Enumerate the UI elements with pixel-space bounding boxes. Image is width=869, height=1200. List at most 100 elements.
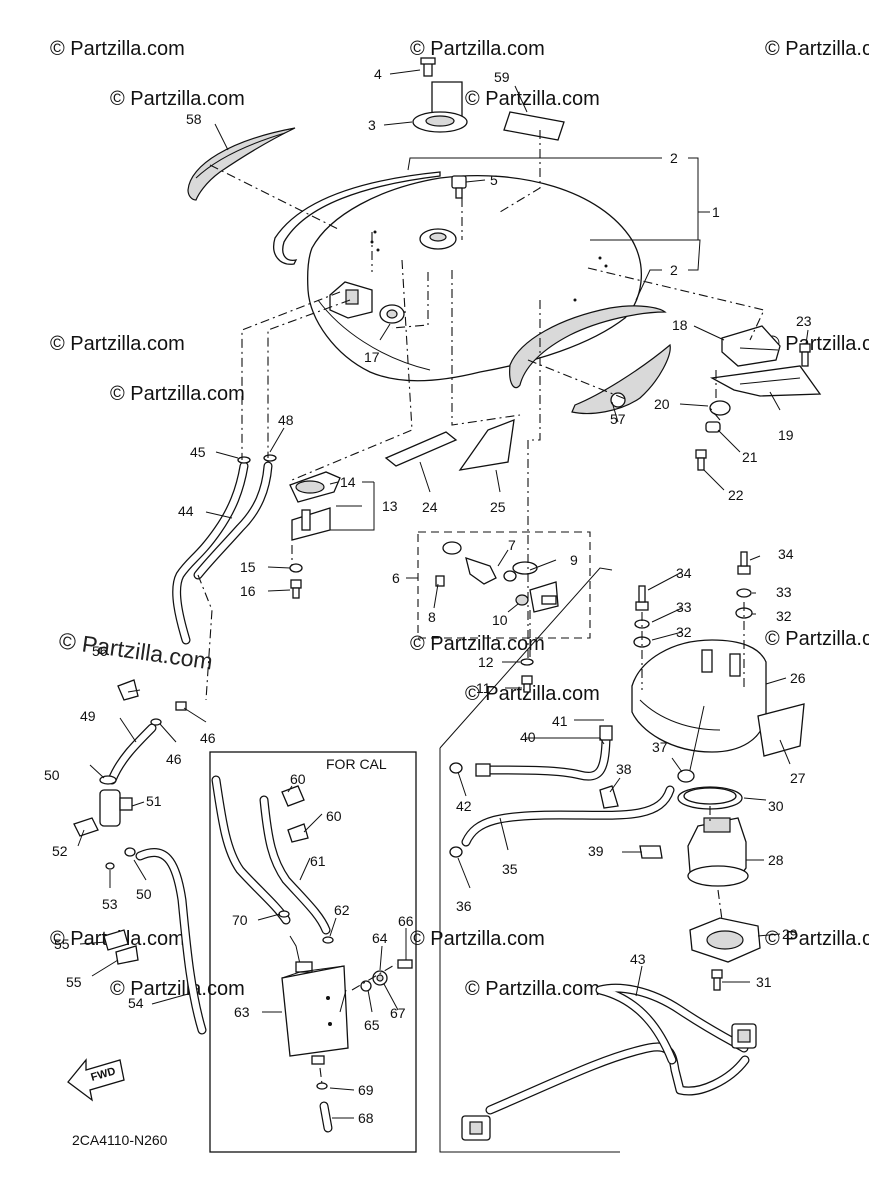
part-label-33: 33 <box>776 584 792 600</box>
watermark-dark: © Partzilla.com <box>57 627 214 674</box>
fuel-cap <box>412 57 468 133</box>
watermark: © Partzilla.com <box>765 333 869 355</box>
part-label-32: 32 <box>776 608 792 624</box>
tank-pads <box>384 418 515 471</box>
part-label-39: 39 <box>588 843 604 859</box>
part-label-16: 16 <box>240 583 256 599</box>
part-label-60: 60 <box>290 771 306 787</box>
part-label-14: 14 <box>340 474 356 490</box>
part-label-69: 69 <box>358 1082 374 1098</box>
part-label-52: 52 <box>52 843 68 859</box>
part-label-10: 10 <box>492 612 508 628</box>
tank-stripe-upper <box>273 171 441 265</box>
watermark: © Partzilla.com <box>110 978 245 1000</box>
tank-bolt <box>451 175 467 199</box>
fuel-cock-assembly <box>417 531 591 693</box>
california-variant-box: FOR CAL <box>209 751 417 1153</box>
part-label-28: 28 <box>768 852 784 868</box>
part-label-13: 13 <box>382 498 398 514</box>
part-label-29: 29 <box>782 926 798 942</box>
part-label-1: 1 <box>712 204 720 220</box>
part-label-58: 58 <box>186 111 202 127</box>
part-label-68: 68 <box>358 1110 374 1126</box>
part-label-36: 36 <box>456 898 472 914</box>
variant-box-title: FOR CAL <box>326 756 387 772</box>
part-label-55: 55 <box>66 974 82 990</box>
part-label-25: 25 <box>490 499 506 515</box>
part-label-11: 11 <box>476 680 491 696</box>
part-label-48: 48 <box>278 412 294 428</box>
part-label-7: 7 <box>508 537 516 553</box>
part-label-30: 30 <box>768 798 784 814</box>
watermark: © Partzilla.com <box>465 683 600 705</box>
watermark: © Partzilla.com <box>50 333 185 355</box>
watermark: © Partzilla.com <box>410 38 545 60</box>
diagram-code: 2CA4110-N260 <box>72 1132 168 1148</box>
part-label-42: 42 <box>456 798 472 814</box>
part-label-53: 53 <box>102 896 118 912</box>
fuel-pump-section <box>439 551 805 1153</box>
part-label-44: 44 <box>178 503 194 519</box>
projection-lines <box>197 130 765 1085</box>
part-label-61: 61 <box>310 853 326 869</box>
watermark: © Partzilla.com <box>110 383 245 405</box>
part-label-9: 9 <box>570 552 578 568</box>
part-label-4: 4 <box>374 66 382 82</box>
part-label-64: 64 <box>372 930 388 946</box>
part-label-59: 59 <box>494 69 510 85</box>
part-label-2: 2 <box>670 150 678 166</box>
part-label-67: 67 <box>390 1005 406 1021</box>
part-label-12: 12 <box>478 654 494 670</box>
part-label-37: 37 <box>652 739 668 755</box>
part-label-66: 66 <box>398 913 414 929</box>
left-hoses <box>73 454 277 1035</box>
watermark: © Partzilla.com <box>50 38 185 60</box>
rear-bracket <box>695 325 822 471</box>
part-label-50: 50 <box>136 886 152 902</box>
part-label-60: 60 <box>326 808 342 824</box>
part-label-27: 27 <box>790 770 806 786</box>
emblem-right <box>571 343 671 415</box>
part-label-17: 17 <box>364 349 380 365</box>
part-label-41: 41 <box>552 713 568 729</box>
part-label-24: 24 <box>422 499 438 515</box>
part-label-40: 40 <box>520 729 536 745</box>
watermark: © Partzilla.com <box>765 628 869 650</box>
part-number-labels: 1 2 2 3 4 5 6 7 8 9 10 11 12 13 14 15 16… <box>44 66 812 1126</box>
part-label-63: 63 <box>234 1004 250 1020</box>
part-label-51: 51 <box>146 793 162 809</box>
breather-assembly <box>289 471 341 599</box>
watermark: © Partzilla.com <box>465 88 600 110</box>
watermark: © Partzilla.com <box>410 633 545 655</box>
part-label-46: 46 <box>166 751 182 767</box>
fuel-tank <box>306 175 642 382</box>
tank-damper <box>379 304 405 324</box>
part-label-43: 43 <box>630 951 646 967</box>
part-label-6: 6 <box>392 570 400 586</box>
part-label-21: 21 <box>742 449 758 465</box>
part-label-3: 3 <box>368 117 376 133</box>
part-label-23: 23 <box>796 313 812 329</box>
part-label-70: 70 <box>232 912 248 928</box>
part-label-33: 33 <box>676 599 692 615</box>
part-label-38: 38 <box>616 761 632 777</box>
watermark: © Partzilla.com <box>765 38 869 60</box>
tank-stripe-lower <box>509 305 667 389</box>
part-label-34: 34 <box>778 546 794 562</box>
part-label-65: 65 <box>364 1017 380 1033</box>
part-label-50: 50 <box>44 767 60 783</box>
part-label-62: 62 <box>334 902 350 918</box>
part-label-54: 54 <box>128 995 144 1011</box>
part-label-18: 18 <box>672 317 688 333</box>
part-label-55: 55 <box>54 936 70 952</box>
part-label-35: 35 <box>502 861 518 877</box>
part-label-57: 57 <box>610 411 626 427</box>
part-label-19: 19 <box>778 427 794 443</box>
part-label-15: 15 <box>240 559 256 575</box>
watermark: © Partzilla.com <box>110 88 245 110</box>
part-label-31: 31 <box>756 974 772 990</box>
emblem-left <box>187 127 296 201</box>
part-label-34: 34 <box>676 565 692 581</box>
part-label-2: 2 <box>670 262 678 278</box>
